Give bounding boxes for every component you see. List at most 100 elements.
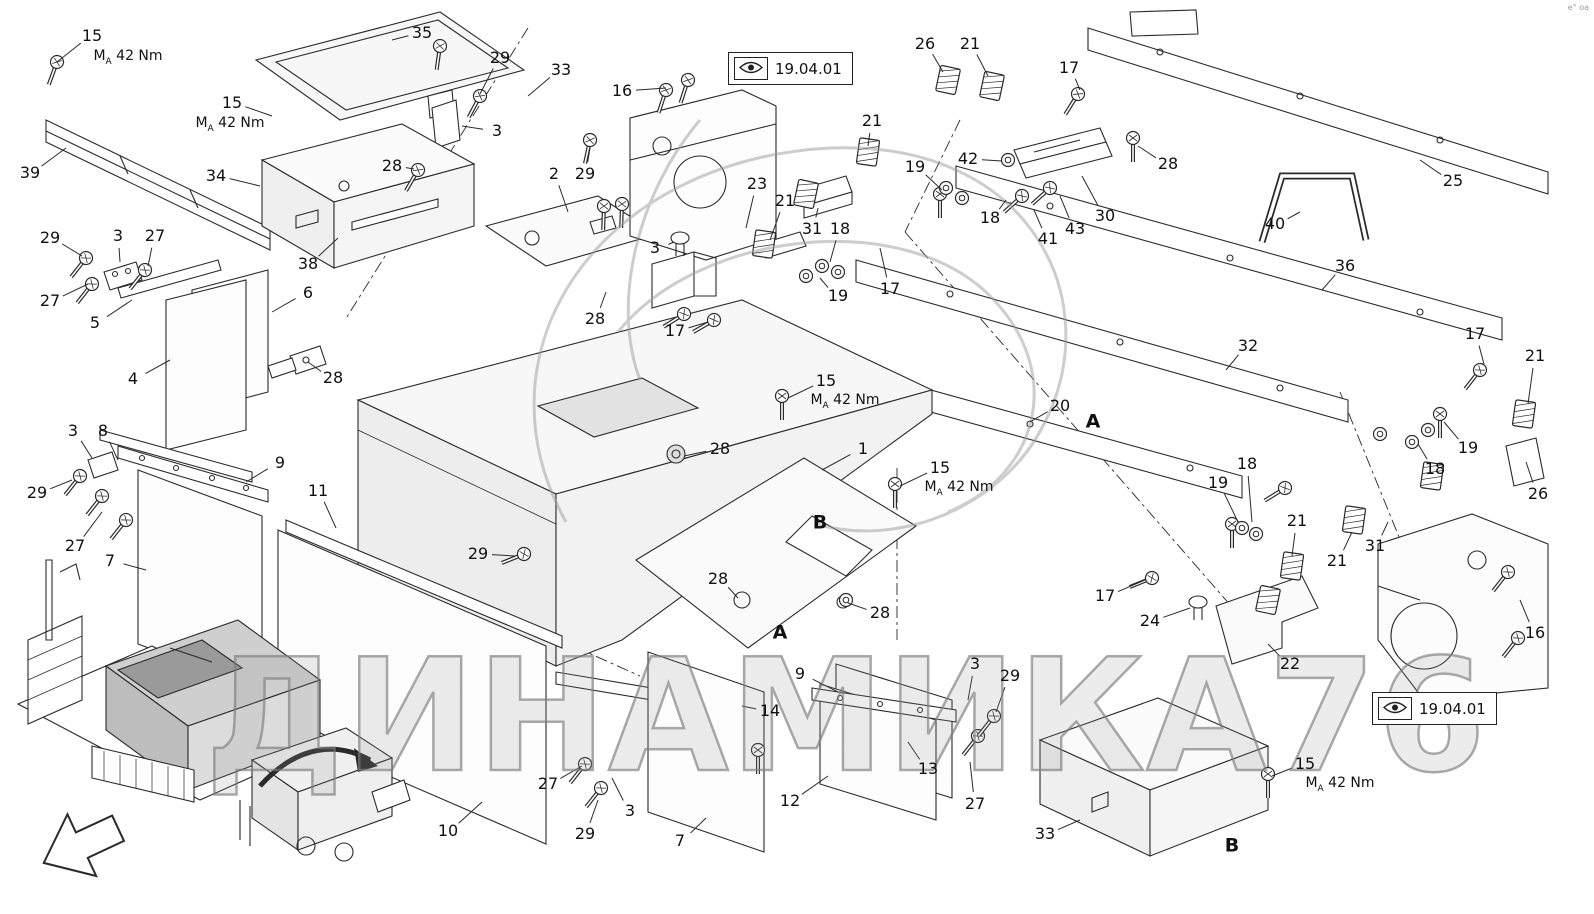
part-number-label: 15 [1294, 754, 1316, 773]
part-number-label: 26 [1527, 484, 1549, 503]
part-number-label: 9 [274, 453, 286, 472]
panel-4 [165, 279, 247, 451]
corner-note: e° oa [1567, 3, 1589, 12]
part-number-label: 14 [759, 701, 781, 720]
part-number-label: 16 [611, 81, 633, 100]
section-marker: A [772, 621, 788, 644]
bar-8 [99, 429, 253, 483]
part-number-label: 18 [1236, 454, 1258, 473]
part-number-label: 34 [205, 166, 227, 185]
part-number-label: 21 [959, 34, 981, 53]
part-number-label: 27 [144, 226, 166, 245]
ref-box-bottom: 19.04.01 [1372, 692, 1497, 725]
part-number-label: 35 [411, 23, 433, 42]
part-number-label: 40 [1264, 214, 1286, 233]
part-number-label: 30 [1094, 206, 1116, 225]
part-number-label: 23 [746, 174, 768, 193]
part-number-label: 29 [39, 228, 61, 247]
part-number-label: 29 [26, 483, 48, 502]
part-number-label: 15 [81, 26, 103, 45]
part-number-label: 3 [491, 121, 503, 140]
torque-label: MA 42 Nm [1305, 775, 1375, 794]
part-number-label: 29 [574, 824, 596, 843]
part-number-label: 29 [999, 666, 1021, 685]
part-number-label: 8 [97, 421, 109, 440]
part-number-label: 4 [127, 369, 139, 388]
part-number-label: 5 [89, 313, 101, 332]
watermark-swirl [532, 119, 1068, 533]
part-number-label: 25 [1442, 171, 1464, 190]
part-number-label: 18 [979, 208, 1001, 227]
part-number-label: 28 [584, 309, 606, 328]
part-number-label: 19 [904, 157, 926, 176]
rail-25 [1087, 27, 1549, 195]
torque-label: MA 42 Nm [93, 48, 163, 67]
part-number-label: 28 [322, 368, 344, 387]
part-number-label: 26 [914, 34, 936, 53]
part-number-label: 29 [574, 164, 596, 183]
torque-label: MA 42 Nm [924, 479, 994, 498]
part-number-label: 19 [1207, 473, 1229, 492]
part-number-label: 33 [1034, 824, 1056, 843]
part-number-label: 3 [969, 654, 981, 673]
direction-arrow [42, 812, 126, 878]
part-number-label: 17 [879, 279, 901, 298]
part-number-label: 17 [1464, 324, 1486, 343]
section-marker: B [1224, 834, 1240, 857]
part-number-label: 2 [548, 164, 560, 183]
part-number-label: 29 [467, 544, 489, 563]
part-number-label: 21 [774, 191, 796, 210]
part-number-label: 6 [302, 283, 314, 302]
part-number-label: 32 [1237, 336, 1259, 355]
bar-11 [285, 519, 563, 649]
part-number-label: 42 [957, 149, 979, 168]
rail-36 [955, 165, 1503, 341]
eye-icon [1378, 697, 1412, 720]
torque-label: MA 42 Nm [810, 392, 880, 411]
part-number-label: 21 [1326, 551, 1348, 570]
ref-box-top: 19.04.01 [728, 52, 853, 85]
part-number-label: 21 [1286, 511, 1308, 530]
part-number-label: 16 [1524, 623, 1546, 642]
bar-9 [117, 445, 269, 503]
part-number-label: 27 [964, 794, 986, 813]
part-number-label: 7 [674, 831, 686, 850]
part-number-label: 41 [1037, 229, 1059, 248]
part-number-label: 13 [917, 759, 939, 778]
leader-lines [41, 35, 1534, 834]
section-marker: A [1085, 410, 1101, 433]
part-number-label: 27 [39, 291, 61, 310]
part-number-label: 33 [550, 60, 572, 79]
part-number-label: 29 [489, 48, 511, 67]
part-number-label: 17 [664, 321, 686, 340]
part-number-label: 15 [815, 371, 837, 390]
bar-9-bottom [811, 687, 957, 723]
part-number-label: 9 [794, 664, 806, 683]
part-number-label: 28 [709, 439, 731, 458]
part-number-label: 36 [1334, 256, 1356, 275]
part-number-label: 18 [829, 219, 851, 238]
ref-label: 19.04.01 [1419, 699, 1486, 718]
part-number-label: 22 [1279, 654, 1301, 673]
panel-7-bottom [647, 651, 765, 853]
part-number-label: 19 [1457, 438, 1479, 457]
part-number-label: 31 [801, 219, 823, 238]
bracket-22 [1215, 575, 1319, 665]
torque-label: MA 42 Nm [195, 115, 265, 134]
part-number-label: 3 [67, 421, 79, 440]
part-number-label: 3 [624, 801, 636, 820]
part-number-label: 15 [929, 458, 951, 477]
part-number-label: 18 [1424, 459, 1446, 478]
sheet-b [635, 457, 917, 649]
ref-label: 19.04.01 [775, 59, 842, 78]
bar-5 [117, 259, 222, 299]
lid-35 [254, 11, 526, 121]
part-number-label: 28 [381, 156, 403, 175]
part-number-label: 21 [861, 111, 883, 130]
part-number-label: 27 [64, 536, 86, 555]
section-marker: B [812, 511, 828, 534]
part-number-label: 11 [307, 481, 329, 500]
part-number-label: 3 [112, 226, 124, 245]
